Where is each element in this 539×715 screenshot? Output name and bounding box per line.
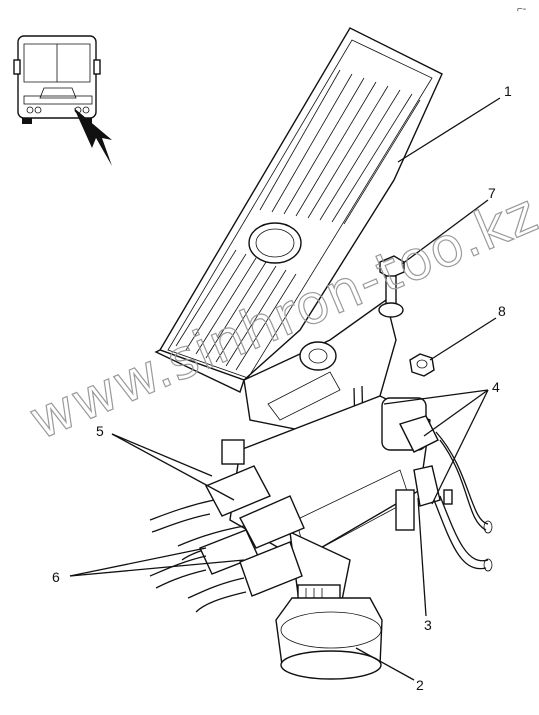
callout-1: 1: [504, 83, 512, 99]
pointer-arrow-icon: [74, 108, 112, 166]
bolt-7: [378, 255, 405, 318]
callout-2: 2: [416, 677, 424, 693]
callout-6: 6: [52, 569, 60, 585]
right-fittings-4: [399, 415, 493, 572]
pedal-hinge: [243, 298, 397, 471]
callout-8: 8: [498, 303, 506, 319]
valve-cylinder-2: [275, 584, 383, 680]
corner-mark: ⌐-: [517, 4, 526, 15]
bus-locator-icon: [13, 35, 101, 124]
leader-lines: [69, 97, 501, 681]
callout-4: 4: [492, 379, 500, 395]
nut-8: [409, 353, 435, 377]
callout-5: 5: [96, 423, 104, 439]
callout-3: 3: [424, 617, 432, 633]
callout-7: 7: [488, 185, 496, 201]
